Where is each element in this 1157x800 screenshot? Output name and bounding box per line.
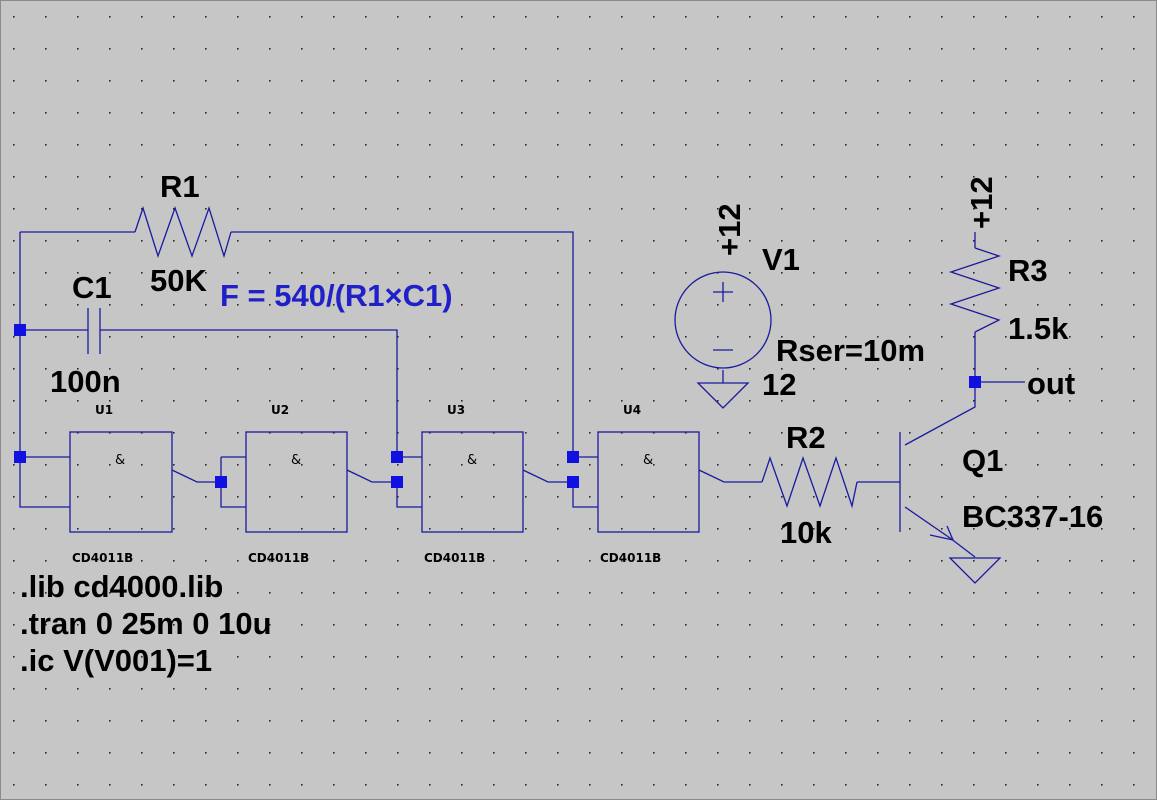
r1-ref: R1 (160, 169, 200, 204)
nand-gate-u2[interactable]: & U2 CD4011B (245, 403, 348, 565)
directive-ic: .ic V(V001)=1 (20, 643, 212, 678)
wire-u4-in-bottom (572, 482, 598, 508)
junction-dot (391, 476, 403, 488)
junction-dot (215, 476, 227, 488)
spice-directives: .lib cd4000.lib .tran 0 25m 0 10u .ic V(… (20, 569, 272, 678)
voltage-source-v1[interactable]: +12 V1 Rser=10m 12 (674, 203, 925, 402)
u1-body (69, 431, 173, 533)
out-net-label: out (1027, 366, 1075, 401)
wire-c1-right (100, 329, 398, 457)
u2-ref: U2 (271, 403, 289, 417)
junction-dot (14, 324, 26, 336)
junction-dot (391, 451, 403, 463)
r3-zigzag (948, 247, 1002, 333)
junction-dot (14, 451, 26, 463)
ground-icon-q1 (948, 557, 1002, 584)
junction-dot (969, 376, 981, 388)
wire-left-rail (19, 232, 70, 508)
r3-value: 1.5k (1008, 311, 1069, 346)
u3-part: CD4011B (424, 551, 485, 565)
wire-u3-out (522, 469, 573, 483)
c1-value: 100n (50, 364, 121, 399)
r2-ref: R2 (786, 420, 826, 455)
v1-supply-label: +12 (712, 203, 747, 256)
resistor-r3[interactable]: +12 R3 1.5k (948, 176, 1069, 346)
transistor-q1[interactable]: Q1 BC337-16 (899, 432, 1103, 558)
directive-lib: .lib cd4000.lib (20, 569, 223, 604)
r2-zigzag (761, 455, 858, 509)
v1-ref: V1 (762, 242, 800, 277)
junction-dot (567, 476, 579, 488)
v1-circle (674, 271, 772, 369)
v1-value: 12 (762, 367, 796, 402)
u2-body (245, 431, 348, 533)
wire-u2-inputs (220, 456, 246, 508)
resistor-r2[interactable]: R2 10k (761, 420, 858, 550)
u4-ref: U4 (623, 403, 641, 417)
r3-ref: R3 (1008, 253, 1048, 288)
formula-annotation: F = 540/(R1×C1) (220, 278, 453, 313)
r3-supply-label: +12 (964, 176, 999, 229)
ground-icon (696, 382, 750, 409)
wires (19, 231, 1025, 508)
c1-ref: C1 (72, 270, 112, 305)
capacitor-c1[interactable]: C1 100n (50, 270, 121, 399)
resistor-r1[interactable]: R1 50K (134, 169, 232, 298)
junction-dot (567, 451, 579, 463)
q1-emitter-to-gnd (949, 537, 976, 558)
nand-gate-u4[interactable]: & U4 CD4011B (597, 403, 700, 565)
directive-tran: .tran 0 25m 0 10u (20, 606, 272, 641)
r1-zigzag (134, 205, 232, 259)
u4-part: CD4011B (600, 551, 661, 565)
u3-body (421, 431, 524, 533)
wire-u3-in-bottom (396, 482, 422, 508)
u2-symbol: & (291, 453, 301, 468)
wire-r1-right (231, 231, 574, 457)
wire-u1-out (171, 469, 221, 483)
u2-part: CD4011B (248, 551, 309, 565)
junctions (14, 324, 981, 488)
u1-part: CD4011B (72, 551, 133, 565)
q1-emitter (904, 506, 951, 539)
u4-symbol: & (643, 453, 653, 468)
wire-u2-out (346, 469, 397, 483)
nand-gate-u1[interactable]: & U1 CD4011B (69, 403, 173, 565)
q1-value: BC337-16 (962, 499, 1103, 534)
u3-symbol: & (467, 453, 477, 468)
nand-gate-u3[interactable]: & U3 CD4011B (421, 403, 524, 565)
v1-param: Rser=10m (776, 333, 925, 368)
wire-u4-out (698, 469, 762, 483)
u1-symbol: & (115, 453, 125, 468)
q1-ref: Q1 (962, 443, 1003, 478)
u1-ref: U1 (95, 403, 113, 417)
u4-body (597, 431, 700, 533)
r1-value: 50K (150, 263, 207, 298)
r2-value: 10k (780, 515, 832, 550)
wire-r3-to-collector (904, 332, 976, 446)
u3-ref: U3 (447, 403, 465, 417)
